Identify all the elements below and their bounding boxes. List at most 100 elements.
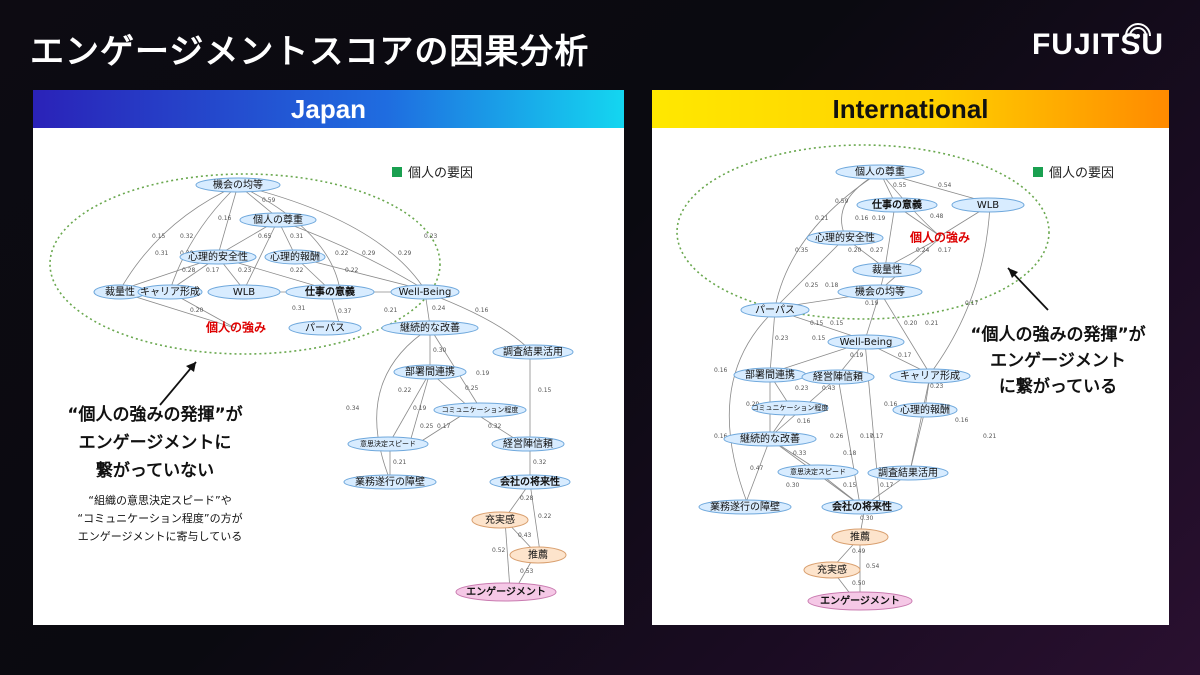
svg-text:0.28: 0.28	[520, 495, 534, 502]
svg-text:0.24: 0.24	[916, 247, 930, 254]
svg-text:0.27: 0.27	[870, 247, 884, 254]
svg-text:0.19: 0.19	[850, 352, 864, 359]
node-suisen: 推薦	[831, 528, 889, 546]
svg-text:0.31: 0.31	[155, 250, 169, 257]
node-career: キャリア形成	[137, 284, 203, 300]
node-shogai: 業務遂行の障壁	[698, 499, 792, 515]
svg-text:継続的な改善: 継続的な改善	[740, 432, 800, 445]
svg-text:0.25: 0.25	[805, 282, 819, 289]
node-shogai: 業務遂行の障壁	[343, 474, 437, 490]
legend-square-icon	[392, 167, 402, 177]
svg-text:0.52: 0.52	[492, 547, 506, 554]
callout-line-1: “個人の強みの発揮”が	[67, 404, 242, 425]
svg-text:調査結果活用: 調査結果活用	[878, 466, 938, 479]
svg-text:エンゲージメント: エンゲージメント	[820, 594, 900, 607]
svg-text:個人の尊重: 個人の尊重	[253, 213, 303, 226]
svg-text:エンゲージメント: エンゲージメント	[466, 585, 546, 598]
svg-text:0.16: 0.16	[955, 417, 969, 424]
node-ishi: 意思決定スピード	[347, 436, 429, 452]
node-kaizen: 継続的な改善	[381, 320, 479, 336]
edge-weights: 0.55 0.54 0.59 0.19 0.48 0.21 0.35 0.16 …	[714, 182, 997, 587]
callout-line-3: に繋がっている	[999, 376, 1117, 397]
svg-text:0.18: 0.18	[843, 450, 857, 457]
node-kikai: 機会の均等	[837, 284, 923, 300]
node-eng: エンゲージメント	[455, 582, 557, 602]
node-imi: 仕事の意義	[285, 284, 375, 300]
svg-text:0.23: 0.23	[238, 267, 252, 274]
personal-factor-region	[676, 144, 1050, 320]
callout-line-1: “個人の強みの発揮”が	[970, 324, 1145, 345]
international-causal-graph: 個人の要因	[676, 144, 1146, 611]
svg-text:0.15: 0.15	[830, 320, 844, 327]
node-jujitsu: 充実感	[471, 511, 529, 529]
callout-line-2: エンゲージメントに	[79, 432, 232, 453]
node-eng: エンゲージメント	[807, 591, 913, 611]
svg-text:経営陣信頼: 経営陣信頼	[503, 437, 553, 450]
svg-text:0.15: 0.15	[812, 335, 826, 342]
node-comm: コミュニケーション程度	[433, 402, 527, 418]
svg-text:0.18: 0.18	[825, 282, 839, 289]
node-keiei: 経営陣信頼	[491, 436, 565, 452]
node-wellbeing: Well-Being	[390, 284, 460, 300]
svg-text:継続的な改善: 継続的な改善	[400, 321, 460, 334]
svg-text:0.28: 0.28	[182, 267, 196, 274]
node-chousa: 調査結果活用	[492, 344, 574, 360]
svg-text:0.50: 0.50	[852, 580, 866, 587]
node-purpose: パーパス	[288, 320, 362, 336]
svg-text:0.21: 0.21	[925, 320, 939, 327]
node-sonchou: 個人の尊重	[239, 212, 317, 228]
svg-text:0.37: 0.37	[338, 308, 352, 315]
svg-text:0.16: 0.16	[797, 418, 811, 425]
svg-text:0.15: 0.15	[810, 320, 824, 327]
svg-text:0.21: 0.21	[393, 459, 407, 466]
svg-text:0.25: 0.25	[420, 423, 434, 430]
svg-text:業務遂行の障壁: 業務遂行の障壁	[710, 500, 780, 513]
svg-text:0.17: 0.17	[437, 423, 451, 430]
svg-text:推薦: 推薦	[528, 548, 548, 561]
svg-text:0.17: 0.17	[880, 482, 894, 489]
node-imi: 仕事の意義	[856, 197, 938, 213]
svg-text:0.54: 0.54	[866, 563, 880, 570]
japan-header: Japan	[33, 90, 624, 128]
node-kikai: 機会の均等	[195, 177, 281, 193]
legend-label: 個人の要因	[408, 166, 473, 181]
svg-text:0.21: 0.21	[815, 215, 829, 222]
svg-text:0.16: 0.16	[714, 433, 728, 440]
svg-text:WLB: WLB	[977, 200, 999, 211]
svg-text:0.17: 0.17	[938, 247, 952, 254]
legend-label: 個人の要因	[1049, 166, 1114, 181]
svg-text:0.16: 0.16	[714, 367, 728, 374]
svg-text:0.32: 0.32	[488, 423, 502, 430]
svg-text:0.35: 0.35	[795, 247, 809, 254]
svg-text:充実感: 充実感	[485, 513, 515, 526]
svg-text:部署間連携: 部署間連携	[405, 365, 455, 378]
node-wlb: WLB	[207, 284, 281, 300]
svg-text:0.16: 0.16	[475, 307, 489, 314]
node-comm: コミュニケーション程度	[751, 400, 829, 416]
svg-text:裁量性: 裁量性	[872, 263, 902, 276]
node-sairyou: 裁量性	[93, 284, 147, 300]
note-line-2: “コミュニケーション程度”の方が	[77, 511, 242, 525]
node-jujitsu: 充実感	[803, 561, 861, 579]
node-shourai: 会社の将来性	[821, 499, 903, 515]
svg-text:個人の尊重: 個人の尊重	[855, 165, 905, 178]
svg-text:0.17: 0.17	[965, 300, 979, 307]
node-kaizen: 継続的な改善	[723, 431, 817, 447]
fujitsu-logo: FUJITSU	[1031, 28, 1164, 61]
svg-text:充実感: 充実感	[817, 563, 847, 576]
svg-text:0.15: 0.15	[843, 482, 857, 489]
node-keiei: 経営陣信頼	[801, 369, 875, 385]
svg-text:0.19: 0.19	[872, 215, 886, 222]
svg-text:0.16: 0.16	[218, 215, 232, 222]
svg-text:0.29: 0.29	[362, 250, 376, 257]
svg-text:Well-Being: Well-Being	[399, 287, 452, 298]
node-wellbeing: Well-Being	[827, 334, 905, 350]
svg-text:0.17: 0.17	[870, 433, 884, 440]
node-bumon: 部署間連携	[733, 367, 807, 383]
svg-text:裁量性: 裁量性	[105, 285, 135, 298]
svg-text:0.22: 0.22	[290, 267, 304, 274]
node-wlb: WLB	[951, 197, 1025, 213]
svg-text:0.20: 0.20	[190, 307, 204, 314]
node-tsuyomi: 個人の強み	[205, 320, 266, 335]
svg-text:0.23: 0.23	[795, 385, 809, 392]
